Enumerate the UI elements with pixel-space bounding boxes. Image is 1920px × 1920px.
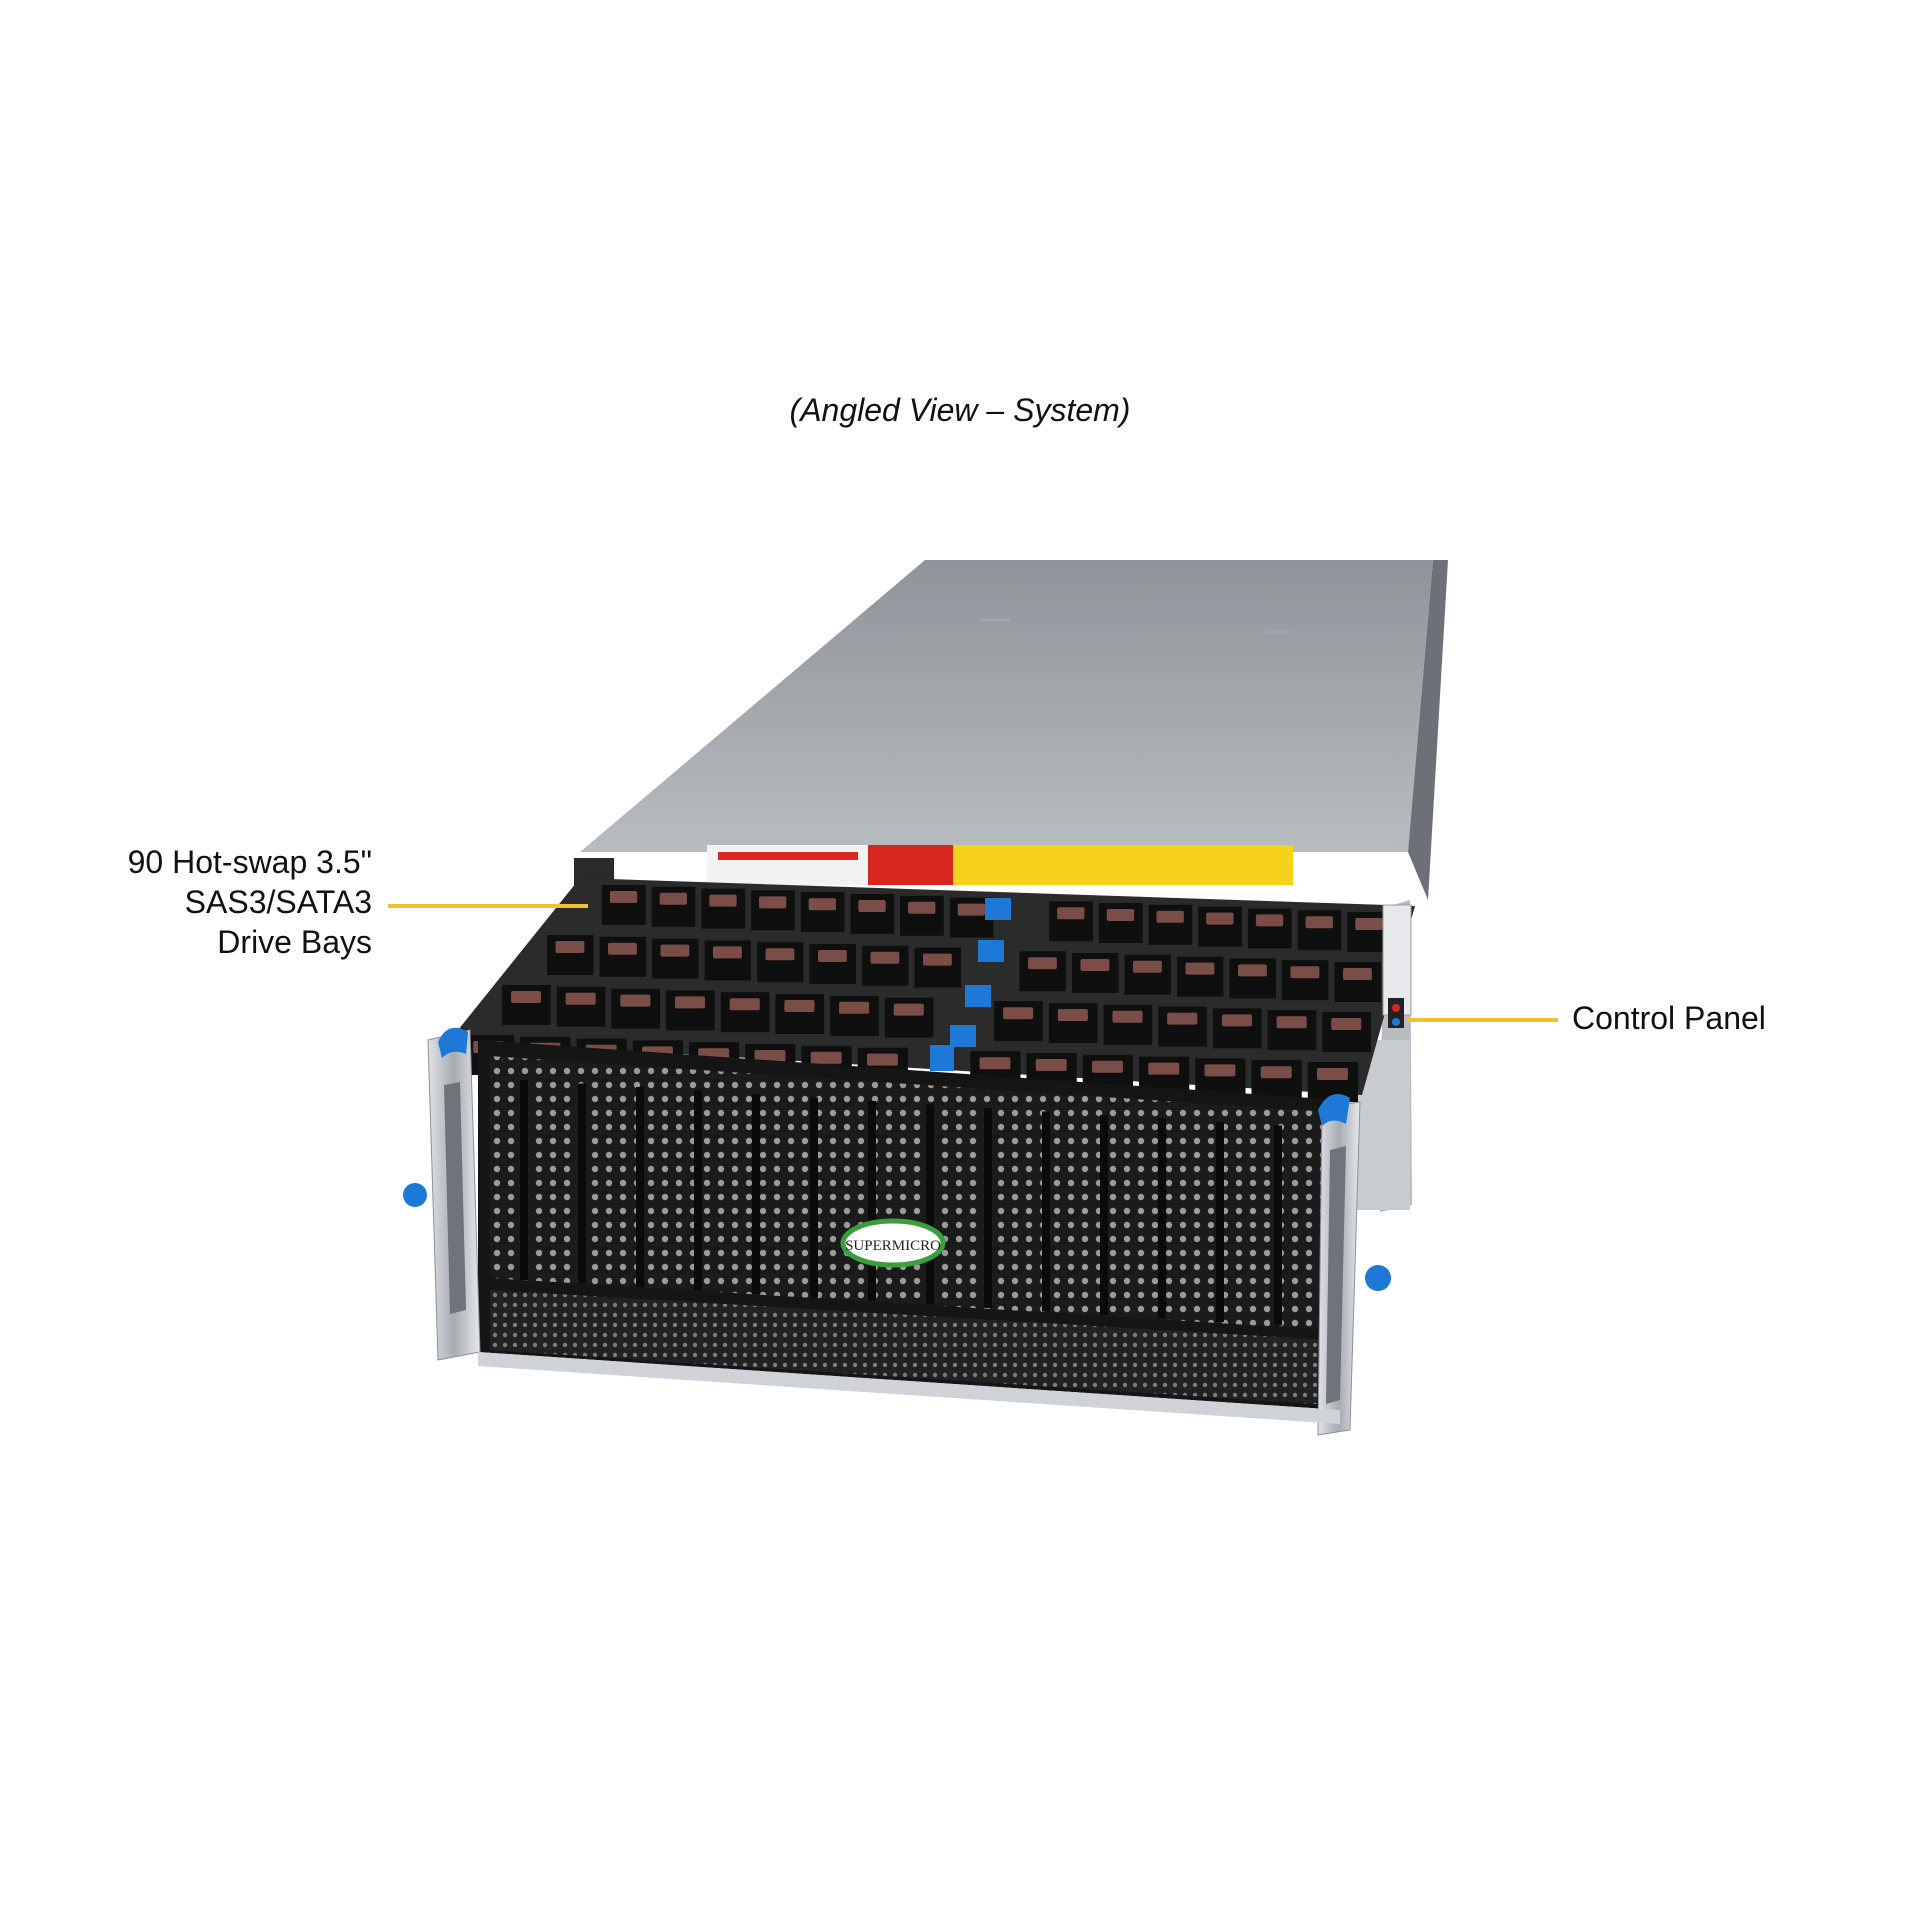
drive-bays-line-1: 90 Hot-swap 3.5" [127,844,372,880]
drive-release-tab [1156,910,1184,923]
drive-release-tab [1057,1009,1088,1021]
drive-release-tab [1343,968,1372,980]
control-panel-callout: Control Panel [1572,1000,1766,1036]
supermicro-logo: SUPERMICRO [840,1218,946,1268]
drive-release-tab [1206,912,1234,925]
drive-release-tab [1028,957,1057,970]
grille-bar [1216,1122,1224,1322]
drive-release-tab [659,892,687,905]
drive-release-tab [1355,918,1383,930]
grille-bar [752,1094,760,1294]
drive-release-tab [1260,1066,1292,1079]
drive-release-tab [870,951,900,964]
drive-release-tab [957,903,986,916]
drive-release-tab [1133,960,1162,973]
drive-release-tab [608,942,637,955]
drive-release-tab [1035,1059,1067,1071]
drive-release-tab [620,994,651,1007]
drive-release-tab [1276,1016,1307,1029]
drive-release-tab [1317,1068,1348,1080]
drive-release-tab [1204,1064,1236,1077]
drive-release-tab [1057,907,1085,920]
drive-release-tab [709,894,737,907]
chassis-right-side [1408,560,1448,900]
drive-release-tab [784,1000,815,1012]
grille-bar [984,1108,992,1308]
drive-release-tab [1305,916,1333,929]
drive-release-tab [1221,1014,1252,1027]
drive-release-tab [555,941,585,953]
drive-release-tab [765,948,795,961]
grille-bar [694,1090,702,1291]
drive-release-tab [713,946,742,959]
drive-bays-callout: 90 Hot-swap 3.5" SAS3/SATA3 Drive Bays [128,842,372,962]
drive-release-tab [1290,966,1320,979]
center-latches [930,898,1011,1071]
drive-bays-leader-line [388,904,588,908]
drive-release-tab [923,953,952,966]
drive-release-tab [1003,1007,1034,1020]
drive-release-tab [1167,1012,1198,1025]
drive-release-tab [893,1003,924,1016]
drive-release-tab [858,900,886,912]
drive-release-tab [839,1001,870,1014]
drive-release-tab [1092,1060,1123,1073]
grille-bar [1158,1118,1166,1319]
drive-release-tab [729,998,760,1011]
control-panel-hardware [1382,904,1412,1028]
drive-release-tab [818,950,847,962]
figure-caption: (Angled View – System) [789,392,1131,428]
drive-release-tab [1255,914,1284,927]
drive-release-tab [1238,964,1267,977]
drive-release-tab [754,1050,786,1062]
control-panel-leader-line [1408,1018,1558,1022]
grille-bar [578,1083,586,1284]
svg-text:SUPERMICRO: SUPERMICRO [845,1238,941,1254]
grille-bar [1100,1115,1108,1315]
drive-release-tab [979,1057,1011,1070]
drive-release-tab [1080,959,1110,971]
drive-release-tab [675,996,706,1009]
drive-release-tab [609,891,638,903]
grille-bars [520,1080,1282,1326]
drive-release-tab [808,898,837,911]
grille-bar [1042,1111,1050,1312]
drive-release-tab [565,992,596,1005]
grille-bar [520,1080,528,1280]
drive-release-tab [1185,962,1215,975]
drive-release-tab [759,896,787,909]
drive-bays-line-3: Drive Bays [217,924,372,960]
drive-release-tab [908,901,936,914]
bottom-edge [478,1352,1340,1424]
drive-release-tab [867,1053,898,1066]
drive-release-tab [1331,1018,1362,1030]
right-handle [1317,1094,1391,1436]
drive-release-tab [1106,909,1135,921]
drive-bays-line-2: SAS3/SATA3 [184,884,372,920]
grille-bar [810,1097,818,1298]
drive-release-tab [1148,1062,1180,1075]
grille-bar [1274,1125,1282,1326]
drive-release-tab [660,944,690,957]
drive-release-tab [810,1051,842,1064]
front-mesh-lower [490,1290,1330,1405]
warning-labels [707,845,1293,885]
chassis-top-cover [580,560,1433,852]
drive-release-tab [1112,1010,1143,1023]
grille-bar [926,1104,934,1305]
left-handle [403,1027,481,1361]
drive-release-tab [510,991,542,1003]
grille-bar [868,1101,876,1301]
grille-bar [636,1087,644,1287]
